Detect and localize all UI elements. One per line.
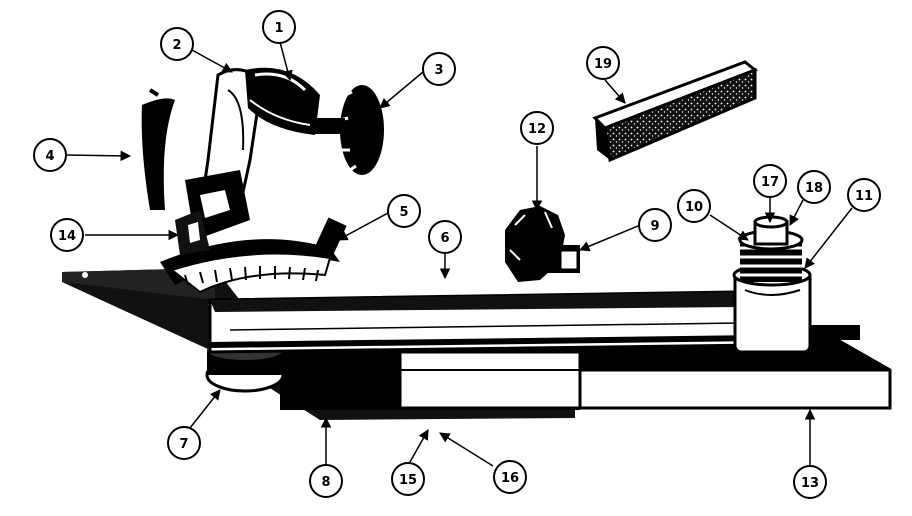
leader-10 [709,214,749,241]
callout-label-13: 13 [801,476,819,491]
leader-16 [439,432,494,467]
callout-label-3: 3 [434,63,443,78]
callout-label-8: 8 [321,475,330,490]
callout-13: 13 [793,465,827,499]
callout-label-16: 16 [501,471,519,486]
callout-label-11: 11 [855,189,873,204]
callout-4: 4 [33,138,67,172]
callout-3: 3 [422,52,456,86]
main-arm [208,263,812,354]
leader-3 [379,71,424,109]
abrasive-stick [592,60,758,163]
callout-label-6: 6 [440,231,449,246]
callout-label-2: 2 [172,38,181,53]
callout-9: 9 [638,208,672,242]
callout-label-5: 5 [399,205,408,220]
callout-8: 8 [309,464,343,498]
callout-6: 6 [428,220,462,254]
callout-5: 5 [387,194,421,228]
leader-5 [337,212,389,241]
callout-10: 10 [677,189,711,223]
leader-2 [191,49,233,73]
callout-label-17: 17 [761,175,779,190]
callout-label-4: 4 [45,149,54,164]
callout-19: 19 [586,46,620,80]
callout-label-19: 19 [594,57,612,72]
callout-15: 15 [391,462,425,496]
callout-18: 18 [797,170,831,204]
callout-2: 2 [160,27,194,61]
callout-7: 7 [167,426,201,460]
callout-label-7: 7 [179,437,188,452]
callout-label-14: 14 [58,229,76,244]
callout-1: 1 [262,10,296,44]
leader-4 [65,150,132,162]
leader-7 [189,389,221,429]
leader-lines [65,41,853,467]
callout-label-10: 10 [685,200,703,215]
cone-nozzle [245,67,320,135]
lock-knob [505,206,580,282]
leader-1 [279,41,293,82]
leader-11 [804,207,853,269]
leader-18 [789,199,804,226]
pivot-nut [205,340,285,393]
callout-label-15: 15 [399,473,417,488]
callout-label-9: 9 [650,219,659,234]
handwheel [315,85,384,175]
curved-guide [141,88,175,210]
callout-label-1: 1 [274,21,283,36]
leader-19 [604,79,626,104]
callout-12: 12 [520,111,554,145]
leader-15 [409,429,429,463]
callout-17: 17 [753,164,787,198]
callout-14: 14 [50,218,84,252]
callout-16: 16 [493,460,527,494]
callout-label-18: 18 [805,181,823,196]
threaded-bushing [738,215,804,282]
callout-11: 11 [847,178,881,212]
callout-label-12: 12 [528,122,546,137]
leader-9 [579,225,639,252]
